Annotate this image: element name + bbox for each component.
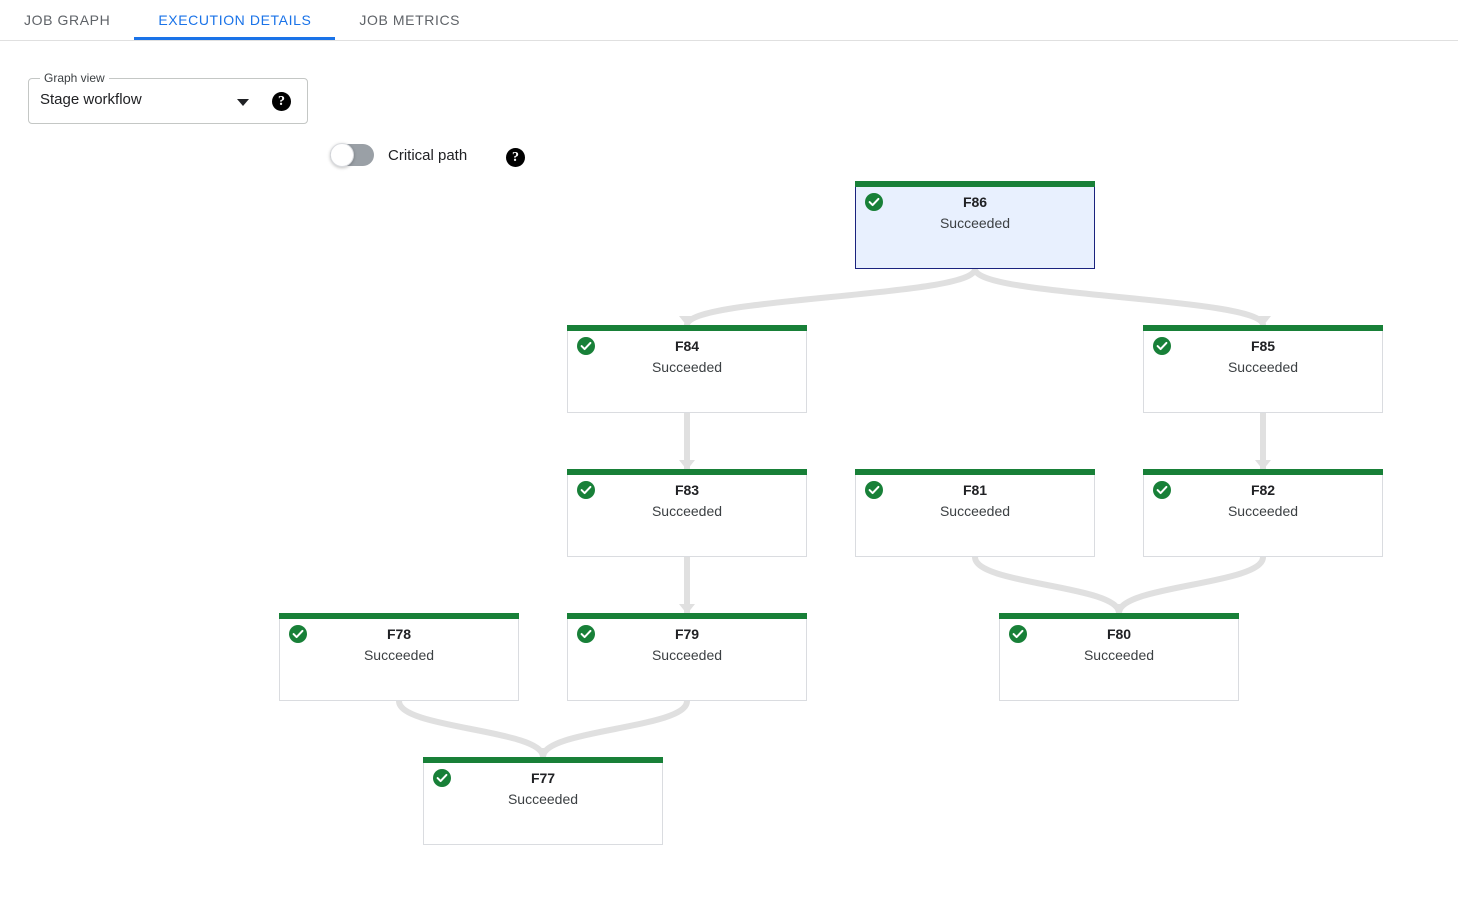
node-status-bar — [855, 469, 1095, 475]
check-circle-icon — [1152, 480, 1172, 500]
tab-execution-details[interactable]: EXECUTION DETAILS — [134, 0, 336, 40]
graph-view-value: Stage workflow — [40, 91, 142, 108]
node-status-bar — [567, 469, 807, 475]
edge-arrow-icon — [679, 460, 695, 470]
node-title: F85 — [1250, 338, 1276, 354]
check-circle-icon — [864, 192, 884, 212]
node-status-text: Succeeded — [651, 647, 723, 663]
node-title: F78 — [386, 626, 412, 642]
graph-view-help-icon[interactable]: ? — [272, 92, 291, 111]
check-circle-icon — [1008, 624, 1028, 644]
graph-edge-f86-f85 — [972, 266, 1266, 328]
node-title: F80 — [1106, 626, 1132, 642]
chevron-down-icon[interactable] — [237, 99, 249, 106]
tab-job-graph[interactable]: JOB GRAPH — [24, 12, 111, 28]
graph-edge-f78-f77 — [396, 698, 546, 760]
node-status-text: Succeeded — [1227, 503, 1299, 519]
node-status-bar — [999, 613, 1239, 619]
node-status-text: Succeeded — [1083, 647, 1155, 663]
check-circle-icon — [288, 624, 308, 644]
node-title: F77 — [530, 770, 556, 786]
graph-view-label: Graph view — [40, 71, 109, 85]
node-title: F84 — [674, 338, 700, 354]
edge-arrow-icon — [1255, 460, 1271, 470]
controls-row: Graph view Stage workflow ? Critical pat… — [0, 60, 1458, 167]
critical-path-label: Critical path — [388, 146, 468, 164]
node-status-text: Succeeded — [939, 503, 1011, 519]
edge-arrow-icon — [1111, 604, 1127, 614]
edge-arrow-icon — [679, 316, 695, 326]
graph-edge-f82-f80 — [1116, 554, 1266, 616]
edge-arrow-icon — [535, 748, 551, 758]
node-title: F86 — [962, 194, 988, 210]
critical-path-help-icon[interactable]: ? — [506, 148, 525, 167]
graph-edge-f86-f84 — [684, 266, 978, 328]
graph-view-select[interactable]: Graph view Stage workflow ? — [28, 71, 308, 124]
tab-bar: JOB GRAPH EXECUTION DETAILS JOB METRICS — [0, 0, 1458, 41]
node-title: F79 — [674, 626, 700, 642]
node-title: F83 — [674, 482, 700, 498]
node-status-text: Succeeded — [507, 791, 579, 807]
graph-edge-f79-f77 — [540, 698, 690, 760]
check-circle-icon — [576, 480, 596, 500]
edge-arrow-icon — [679, 604, 695, 614]
check-circle-icon — [576, 336, 596, 356]
check-circle-icon — [432, 768, 452, 788]
node-status-bar — [855, 181, 1095, 187]
check-circle-icon — [576, 624, 596, 644]
critical-path-toggle[interactable] — [330, 143, 374, 167]
toggle-knob — [330, 143, 354, 167]
node-status-text: Succeeded — [939, 215, 1011, 231]
node-status-text: Succeeded — [651, 503, 723, 519]
node-title: F82 — [1250, 482, 1276, 498]
node-status-bar — [1143, 325, 1383, 331]
node-status-bar — [279, 613, 519, 619]
edge-arrow-icon — [1255, 316, 1271, 326]
node-status-text: Succeeded — [1227, 359, 1299, 375]
node-status-bar — [423, 757, 663, 763]
check-circle-icon — [864, 480, 884, 500]
graph-edge-f81-f80 — [972, 554, 1122, 616]
critical-path-toggle-group: Critical path — [330, 143, 468, 167]
node-status-bar — [1143, 469, 1383, 475]
check-circle-icon — [1152, 336, 1172, 356]
node-status-bar — [567, 325, 807, 331]
node-title: F81 — [962, 482, 988, 498]
tab-job-metrics[interactable]: JOB METRICS — [359, 12, 461, 28]
node-status-bar — [567, 613, 807, 619]
node-status-text: Succeeded — [363, 647, 435, 663]
node-status-text: Succeeded — [651, 359, 723, 375]
